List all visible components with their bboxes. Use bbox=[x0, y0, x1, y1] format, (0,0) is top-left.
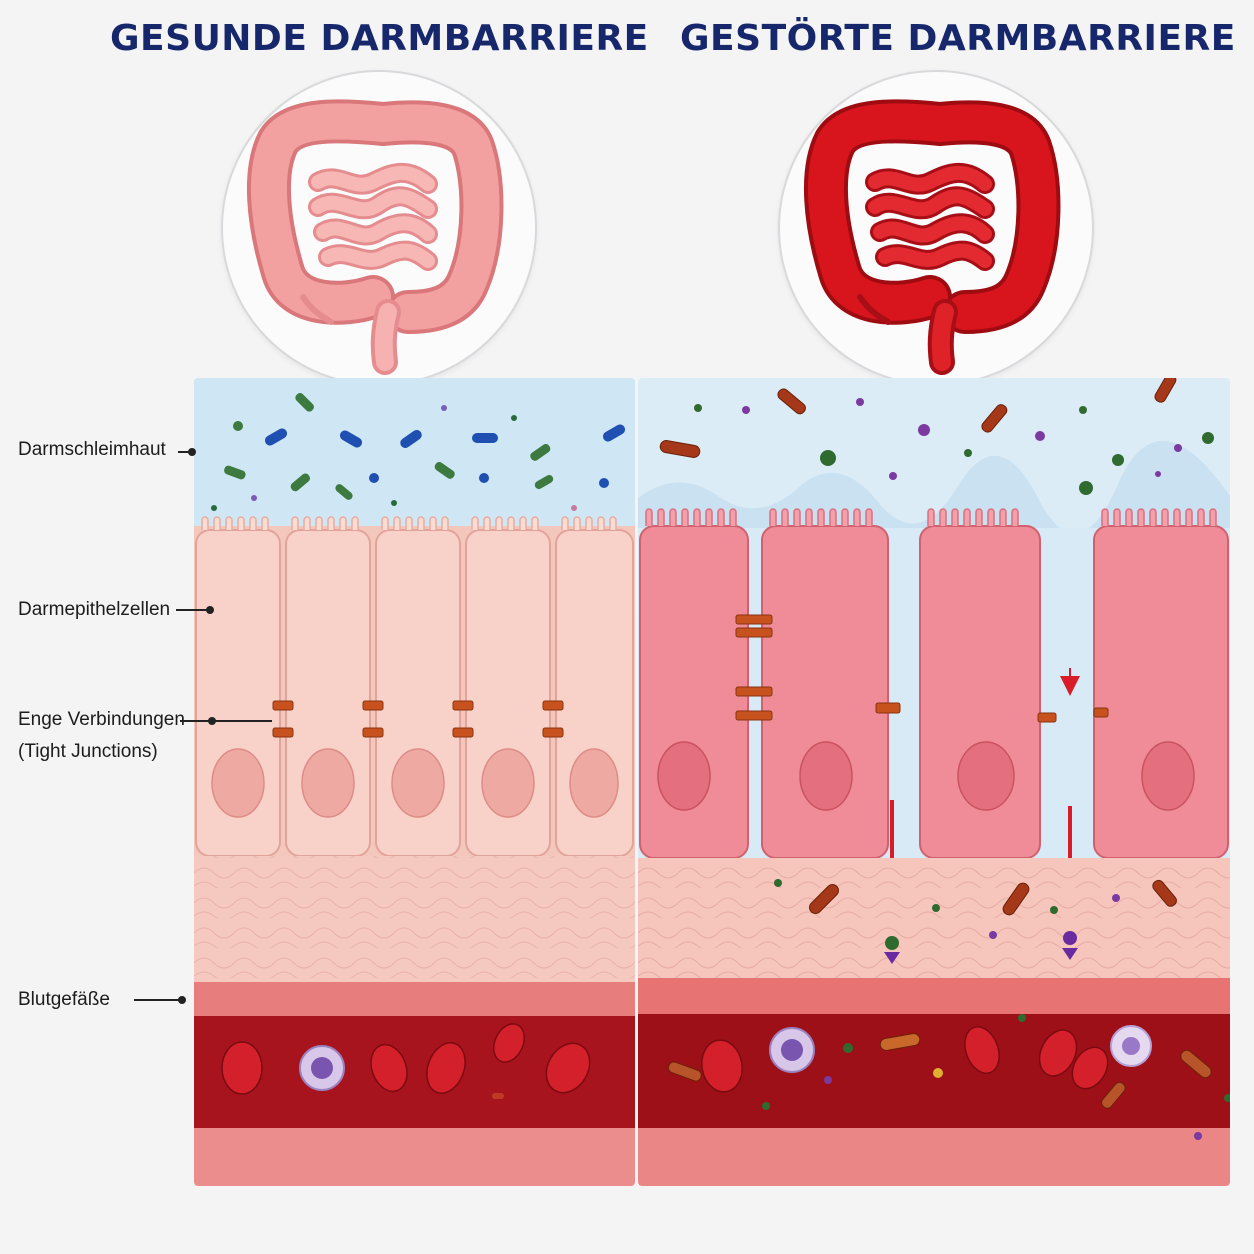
label-epithelial-cells: Darmepithelzellen bbox=[18, 599, 171, 620]
label-mucosa: Darmschleimhaut bbox=[18, 439, 166, 460]
label-blood-vessels: Blutgefäße bbox=[18, 989, 110, 1010]
healthy-microbiota bbox=[211, 393, 626, 511]
inflamed-intestine-illustration bbox=[778, 70, 1094, 386]
damaged-blood-vessel bbox=[638, 978, 1230, 1186]
leader-line-blood-vessels bbox=[134, 999, 180, 1001]
title-disturbed-barrier: GESTÖRTE DARMBARRIERE bbox=[680, 18, 1236, 59]
tight-junctions-damaged bbox=[735, 614, 1109, 723]
title-healthy-barrier: GESUNDE DARMBARRIERE bbox=[110, 18, 649, 59]
leader-dot-mucosa bbox=[188, 448, 196, 456]
leader-dot-blood-vessels bbox=[178, 996, 186, 1004]
label-tight-junctions-en: (Tight Junctions) bbox=[18, 741, 158, 762]
tight-junctions-healthy bbox=[272, 700, 564, 738]
healthy-barrier-panel bbox=[194, 378, 635, 1186]
disturbed-barrier-panel bbox=[638, 378, 1230, 1186]
mucus-layer-healthy bbox=[194, 378, 635, 526]
leader-line-mucosa bbox=[178, 451, 192, 453]
damaged-epithelial-cells bbox=[638, 508, 1230, 930]
leader-dot-tight-junctions bbox=[208, 717, 216, 725]
leader-line-epithelial bbox=[176, 609, 208, 611]
healthy-epithelial-cells bbox=[194, 516, 635, 857]
healthy-blood-vessel bbox=[194, 982, 635, 1186]
pathogens-mucus bbox=[659, 378, 1214, 495]
leader-line-tight-junctions bbox=[180, 720, 272, 722]
translocated-particles bbox=[774, 879, 1177, 964]
healthy-intestine-illustration bbox=[221, 70, 537, 386]
leader-dot-epithelial bbox=[206, 606, 214, 614]
label-tight-junctions: Enge Verbindungen bbox=[18, 709, 185, 730]
